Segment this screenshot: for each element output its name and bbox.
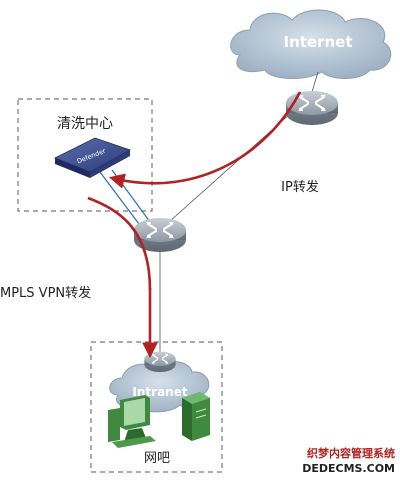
watermark: 织梦内容管理系统 DEDECMS.COM <box>302 446 395 475</box>
defender-device: Defender <box>54 137 131 178</box>
server-icon <box>182 392 210 441</box>
ip-forward-label: IP转发 <box>281 179 319 195</box>
mpls-forward-label: MPLS VPN转发 <box>0 285 91 301</box>
defender-link-1 <box>99 171 143 229</box>
internet-bar-label: 网吧 <box>144 451 170 466</box>
watermark-line2: DEDECMS.COM <box>302 462 395 475</box>
internet-cloud-label: Internet <box>283 33 352 51</box>
computer-icon <box>108 395 156 448</box>
traffic-arrow-to-bar <box>87 196 158 359</box>
internet-cloud: Internet <box>230 9 392 80</box>
edge-router-icon <box>284 89 340 127</box>
cleaning-center-label: 清洗中心 <box>57 116 113 132</box>
edge-to-internet-link <box>311 71 319 93</box>
intranet-cloud-label: Intranet <box>132 385 187 399</box>
internet-bar-box <box>90 341 223 473</box>
watermark-line1: 织梦内容管理系统 <box>307 446 395 460</box>
cleaning-center-box <box>17 98 153 212</box>
traffic-arrow-to-defender <box>108 91 302 189</box>
